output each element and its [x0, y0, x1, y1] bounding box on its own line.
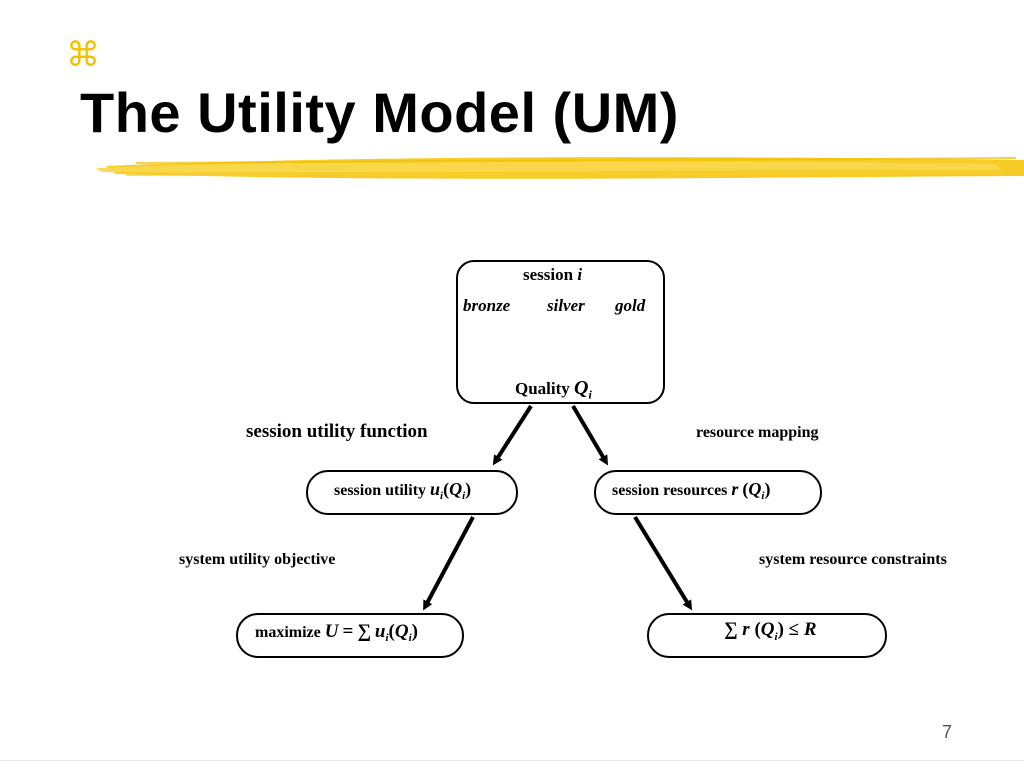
maximize-box [236, 613, 464, 658]
session-resources-text: session resources r (Qi) [612, 479, 771, 503]
session-utility-box [306, 470, 518, 515]
session-resources-box [594, 470, 822, 515]
arrow-to-session-resources [571, 404, 609, 466]
title-underline-brush [96, 157, 1024, 179]
label-resource-mapping: resource mapping [696, 424, 819, 441]
page-number: 7 [942, 722, 953, 742]
footer-divider [0, 760, 1024, 761]
arrow-to-session-utility [492, 404, 533, 466]
label-session-utility-function: session utility function [246, 421, 428, 442]
constraint-text: ∑ r (Qi) ≤ R [724, 619, 817, 643]
tier-gold: gold [615, 296, 646, 315]
quality-label: Quality Qi [515, 377, 592, 402]
maximize-text: maximize U = ∑ ui(Qi) [255, 621, 418, 645]
tier-silver: silver [547, 296, 585, 315]
label-system-resource-constraints: system resource constraints [759, 551, 947, 568]
arrow-to-maximize [423, 516, 475, 611]
label-system-utility-objective: system utility objective [179, 551, 336, 568]
bullet-icon: ⌘ [66, 35, 100, 75]
session-box-title: session i [523, 265, 583, 284]
page-title: The Utility Model (UM) [80, 81, 679, 144]
tier-bronze: bronze [463, 296, 511, 315]
session-box [456, 260, 665, 404]
constraint-box [647, 613, 887, 658]
session-utility-text: session utility ui(Qi) [334, 479, 472, 503]
arrow-to-constraint [633, 515, 693, 611]
